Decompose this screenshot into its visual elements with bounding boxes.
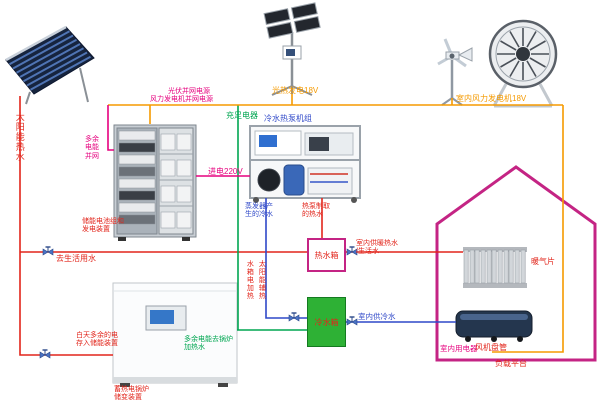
fan-blades: [497, 28, 549, 80]
label-heat-pump-hot-water: 热泵制取 的热水: [302, 203, 330, 219]
cold-water-tank: 冷水箱: [307, 297, 346, 347]
label-pv-grid-power: 光伏并网电源: [168, 88, 210, 95]
heat-pump-screen: [259, 135, 277, 147]
solar-tracker: [263, 2, 321, 96]
pipes: [19, 94, 564, 356]
collector-tubes: [9, 30, 91, 91]
label-tank-electric-heat: 水箱电加热: [246, 260, 254, 300]
battery-cabinet: [113, 124, 197, 241]
label-excess-to-boiler: 多余电能去锅炉 加热水: [184, 336, 233, 352]
label-indoor-heating-water: 室内供暖热水 /生活水: [356, 240, 398, 256]
radiator-fins: [463, 249, 526, 284]
label-solar-hot-water: 太阳能热水: [14, 112, 25, 162]
label-battery-cabinet: 储能电池组和 发电装置: [82, 218, 124, 234]
boiler-screen: [150, 310, 174, 324]
label-radiator: 暖气片: [531, 257, 555, 266]
label-evaporator-cold-water: 蒸发器产 生的冷水: [245, 203, 273, 219]
label-boiler-cabinet: 蓄热电锅炉 储变装置: [114, 386, 149, 402]
drum-fan: [488, 19, 558, 108]
fan-coil-unit: [455, 310, 533, 342]
valve-domestic-water: [42, 246, 54, 256]
hot-water-tank: 热水箱: [307, 238, 346, 272]
label-load-platform: 负载平台: [495, 359, 527, 368]
label-mains-220v: 进电220V: [208, 167, 243, 176]
valve-evaporator: [288, 312, 300, 322]
label-heat-pump-unit: 冷水热泵机组: [264, 114, 312, 123]
pipe-solar-hot-water: [19, 96, 113, 356]
tracker-panels: [263, 2, 321, 39]
label-excess-daytime-storage: 白天多余的电 存入储能装置: [76, 332, 118, 348]
label-to-domestic-water: 去生活用水: [56, 254, 96, 263]
cabinet-shelf-devices: [160, 133, 192, 229]
hot-water-tank-label: 热水箱: [314, 250, 339, 260]
label-fan-coil: 风机盘管: [475, 343, 507, 352]
valve-boiler-line: [39, 349, 51, 359]
boiler-cabinet: [112, 282, 238, 387]
turbine-tail: [457, 47, 473, 62]
wind-turbine: [437, 38, 473, 106]
label-charger: 充足电器: [226, 111, 258, 120]
house-outline: [435, 165, 597, 362]
compressor: [257, 168, 281, 192]
grid-feed-line: [107, 105, 114, 151]
cold-water-tank-label: 冷水箱: [314, 317, 339, 327]
label-indoor-wind-gen: 室内风力发电机18V: [456, 94, 527, 103]
label-solar-pv-gen: 光热发电18V: [272, 86, 319, 95]
pressure-vessel: [283, 164, 305, 196]
valve-cold-supply: [346, 316, 358, 326]
label-wind-grid-power: 风力发电机并网电源: [150, 96, 213, 103]
radiator: [463, 247, 527, 288]
label-excess-to-grid: 多余 电能 并网: [85, 136, 99, 160]
tracker-screen: [286, 49, 295, 56]
label-indoor-cold-water: 室内供冷水: [358, 312, 396, 321]
solar-collector: [5, 25, 95, 105]
cabinet-modules: [118, 130, 156, 225]
label-solar-aux-heat: 太阳能辅热: [258, 260, 266, 300]
power-to-appliances: [492, 105, 564, 353]
label-indoor-appliances: 室内用电器: [440, 344, 478, 353]
heat-pump-unit: [249, 125, 361, 203]
